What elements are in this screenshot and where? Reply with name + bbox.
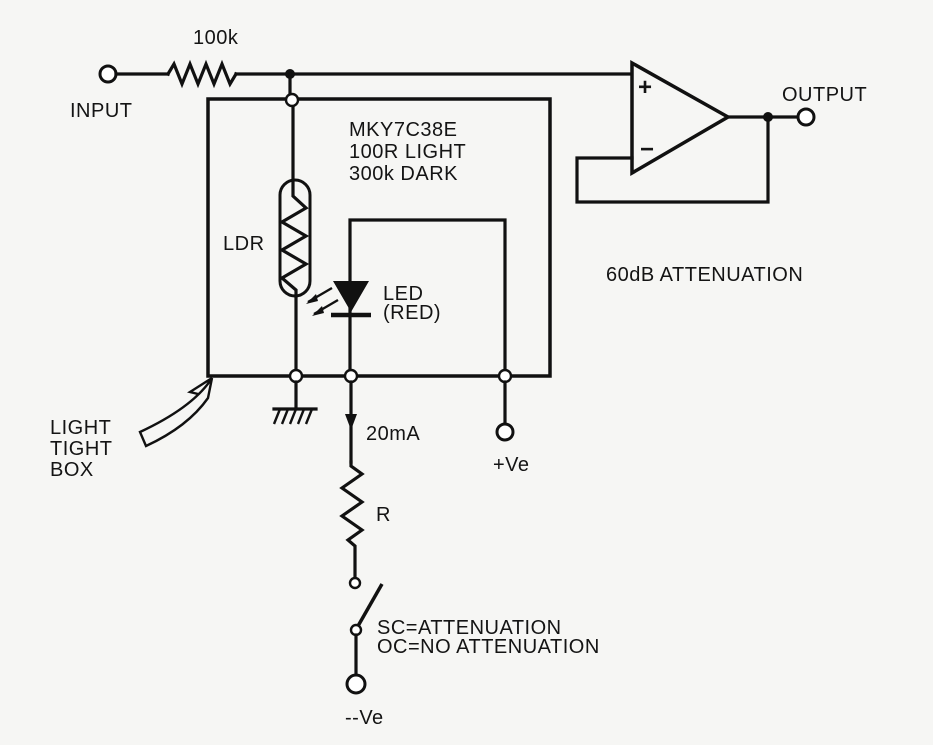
light-tight-box-arrow-icon — [138, 376, 214, 448]
input-label: INPUT — [70, 100, 133, 122]
neg-supply-terminal — [345, 673, 367, 695]
attenuation-label: 60dB ATTENUATION — [606, 264, 804, 286]
neg-supply-label: --Ve — [345, 707, 384, 729]
pos-supply-label: +Ve — [493, 454, 530, 476]
opamp-plus-sign: + — [638, 74, 653, 101]
led-loop-wire — [348, 218, 507, 378]
node-ldr-top — [284, 92, 300, 108]
light-arrow-2-head — [312, 306, 324, 316]
feedback-wire — [575, 115, 770, 204]
switch-sc-label: SC=ATTENUATION — [377, 617, 562, 639]
input-terminal — [98, 64, 118, 84]
node-led-bottom — [343, 368, 359, 384]
switch-lever[interactable] — [356, 583, 384, 627]
light-tight-box-label-1: LIGHT — [50, 417, 112, 439]
led-color-label: (RED) — [383, 302, 442, 324]
light-tight-box-label-3: BOX — [50, 459, 94, 481]
ldr-dark-resistance: 300k DARK — [349, 163, 458, 185]
ldr-label: LDR — [223, 233, 265, 255]
node-ldr-bottom — [288, 368, 304, 384]
current-arrow-icon — [345, 414, 357, 430]
resistor-r-label: R — [376, 504, 391, 526]
switch-upper-contact — [348, 576, 362, 590]
output-terminal — [796, 107, 816, 127]
resistor-100k-label: 100k — [193, 27, 239, 49]
resistor-100k — [165, 59, 239, 89]
pos-supply-terminal — [495, 422, 515, 442]
output-label: OUTPUT — [782, 84, 868, 106]
ldr-resistor-element — [278, 180, 310, 298]
light-arrow-1-head — [306, 294, 318, 304]
opamp-minus-sign: − — [640, 136, 655, 163]
led-label: LED — [383, 283, 424, 305]
resistor-r — [339, 460, 365, 580]
light-tight-box — [206, 97, 552, 378]
switch-oc-label: OC=NO ATTENUATION — [377, 636, 600, 658]
current-label: 20mA — [366, 423, 421, 445]
led-triangle — [333, 281, 369, 312]
ground-icon — [272, 407, 318, 425]
ldr-part-number: MKY7C38E — [349, 119, 458, 141]
ldr-light-resistance: 100R LIGHT — [349, 141, 467, 163]
opamp-symbol — [630, 60, 732, 177]
node-pos-supply — [497, 368, 513, 384]
light-tight-box-label-2: TIGHT — [50, 438, 113, 460]
